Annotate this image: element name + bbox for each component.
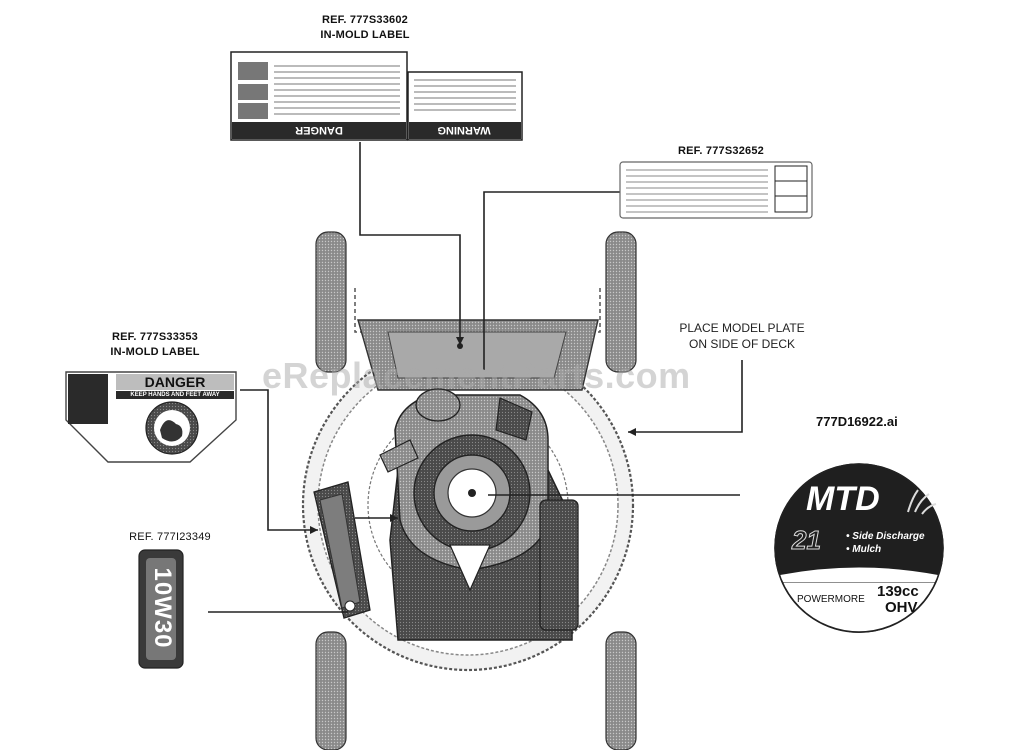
deck-size: 21	[792, 525, 822, 556]
model-plate-note-line1: PLACE MODEL PLATE	[679, 321, 805, 335]
ref-777i23349: REF. 777I23349	[90, 530, 250, 545]
ref-777s32652: REF. 777S32652	[636, 144, 806, 159]
engine-type: OHV	[885, 599, 918, 616]
rear-discharge-shield	[357, 319, 599, 391]
rear-wheel-left	[315, 231, 347, 373]
ref-subtitle: IN-MOLD LABEL	[110, 346, 200, 358]
rear-wheel-right	[605, 231, 637, 373]
ref-777s33602: REF. 777S33602 IN-MOLD LABEL	[280, 13, 450, 43]
ref-number: REF. 777S33353	[112, 331, 198, 343]
leader-lines	[208, 142, 743, 613]
decal-777i23349	[138, 549, 184, 669]
mtd-logo: MTD	[806, 480, 880, 518]
ref-number: REF. 777S33602	[322, 14, 408, 26]
danger-word-top: DANGER	[295, 124, 343, 136]
danger-tagline: KEEP HANDS AND FEET AWAY	[130, 392, 220, 398]
danger-banner: DANGER	[144, 374, 206, 390]
front-wheel-right	[605, 631, 637, 750]
ref-number: REF. 777I23349	[129, 531, 211, 543]
ref-subtitle: IN-MOLD LABEL	[320, 29, 410, 41]
decal-777s33602	[230, 51, 523, 141]
oil-grade: 10W30	[149, 567, 176, 649]
mtd-engine-decal	[774, 463, 944, 633]
feature-mulch: • Mulch	[846, 544, 882, 555]
arrow-heads	[310, 337, 636, 534]
engine-brand: POWERMORE	[797, 594, 865, 605]
decal-777s33353	[65, 371, 237, 463]
feature-side-discharge: • Side Discharge	[846, 531, 925, 542]
ref-777s33353: REF. 777S33353 IN-MOLD LABEL	[70, 330, 240, 360]
model-plate-note: PLACE MODEL PLATE ON SIDE OF DECK	[662, 320, 822, 352]
model-plate-note-line2: ON SIDE OF DECK	[688, 337, 795, 351]
front-wheel-left	[315, 631, 347, 750]
file-name: 777D16922.ai	[816, 414, 898, 429]
rear-deck-ridge	[354, 288, 601, 333]
warning-word-top: WARNING	[437, 124, 491, 136]
engine	[379, 388, 579, 641]
side-chute	[313, 481, 371, 619]
ref-number: REF. 777S32652	[678, 145, 764, 157]
engine-displacement: 139cc	[877, 583, 919, 600]
decal-777s32652	[619, 161, 813, 219]
